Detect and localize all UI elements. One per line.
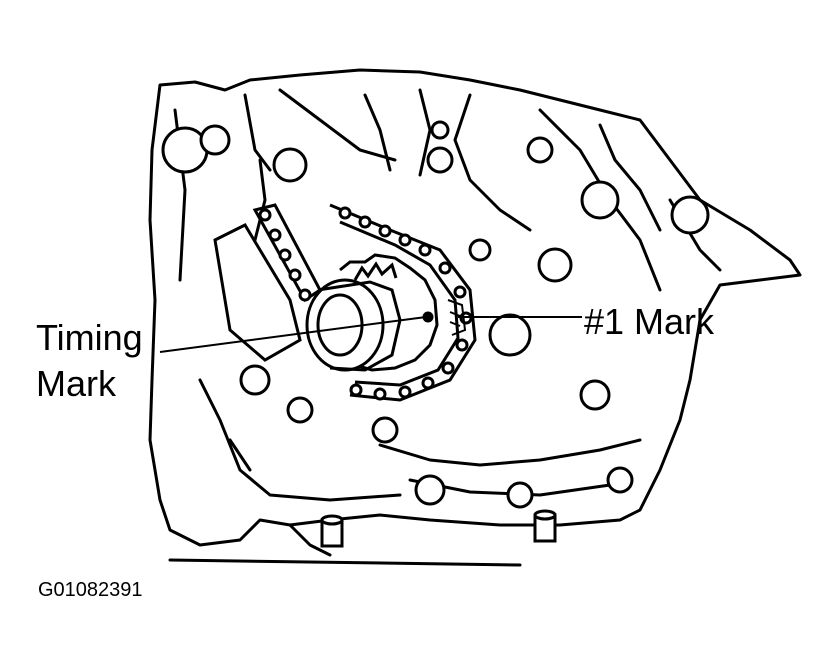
timing-mark-leader-line: [159, 316, 427, 353]
chain-tensioner: [213, 203, 322, 362]
bolt-bosses: [161, 120, 710, 509]
timing-mark-label-line1: Timing: [36, 317, 143, 358]
figure-id: G01082391: [38, 579, 143, 601]
camshaft-sprocket: [305, 253, 439, 372]
chain-links: [258, 206, 473, 401]
timing-mark-label-line2: Mark: [36, 363, 116, 404]
mounting-studs: [320, 509, 557, 548]
timing-chain: [258, 203, 477, 402]
number-one-mark-label: #1 Mark: [584, 301, 715, 342]
